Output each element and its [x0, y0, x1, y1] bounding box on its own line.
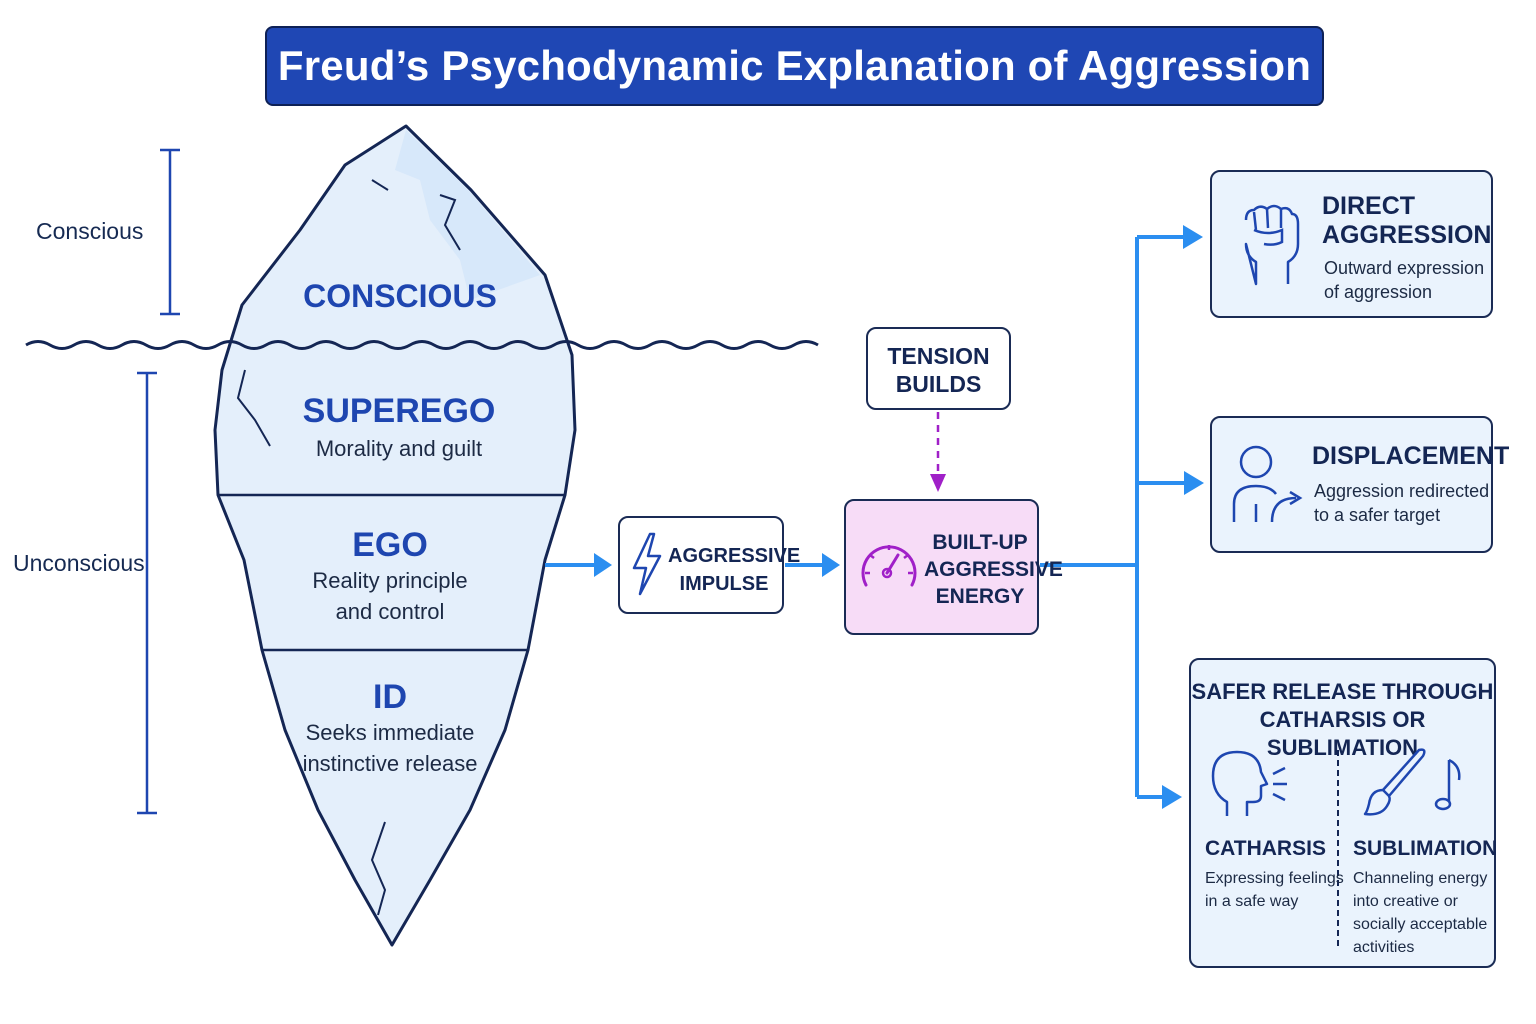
- direct-title-line1: DIRECT: [1322, 192, 1416, 220]
- safer-release-card: SAFER RELEASE THROUGH CATHARSIS OR SUBLI…: [1189, 658, 1498, 968]
- tension-label-line2: BUILDS: [895, 371, 982, 397]
- safer-title-line1: SAFER RELEASE THROUGH: [1191, 679, 1494, 704]
- ego-layer: EGO Reality principle and control: [312, 526, 467, 627]
- displacement-desc: Aggression redirected to a safer target: [1314, 479, 1489, 527]
- direct-aggression-card: DIRECT AGGRESSION Outward expression of …: [1210, 170, 1493, 318]
- superego-layer-title: SUPEREGO: [302, 392, 496, 430]
- energy-label-line3: ENERGY: [935, 585, 1025, 608]
- superego-layer: SUPEREGO Morality and guilt: [303, 392, 496, 464]
- tension-builds-box: TENSION BUILDS: [866, 327, 1011, 410]
- id-layer-desc-line1: Seeks immediate: [305, 720, 475, 745]
- superego-layer-desc: Morality and guilt: [315, 436, 483, 461]
- direct-aggression-desc: Outward expression of aggression: [1324, 256, 1484, 304]
- catharsis-desc-line1: Expressing feelings: [1205, 870, 1344, 887]
- id-layer-title: ID: [373, 678, 407, 716]
- flow-arrows: [545, 225, 1204, 809]
- direct-title-line2: AGGRESSION: [1322, 221, 1492, 249]
- direct-desc-line1: Outward expression: [1324, 258, 1485, 278]
- displacement-title: DISPLACEMENT: [1312, 442, 1510, 470]
- tension-label-line1: TENSION: [887, 343, 990, 369]
- impulse-label-line1: AGGRESSIVE: [668, 545, 801, 567]
- page-title: Freud’s Psychodynamic Explanation of Agg…: [265, 26, 1324, 106]
- unconscious-bracket: [137, 371, 157, 815]
- water-line: [25, 340, 819, 350]
- id-layer: ID Seeks immediate instinctive release: [303, 678, 478, 779]
- ego-layer-desc-line1: Reality principle: [312, 568, 468, 593]
- direct-desc-line2: of aggression: [1324, 282, 1433, 302]
- paintbrush-music-icon: [1363, 748, 1461, 816]
- ego-layer-title: EGO: [352, 526, 428, 564]
- aggressive-impulse-box: AGGRESSIVE IMPULSE: [618, 516, 801, 614]
- safer-title-line2: CATHARSIS OR SUBLIMATION: [1259, 707, 1426, 760]
- energy-label-line2: AGGRESSIVE: [924, 558, 1063, 581]
- ego-layer-desc-line2: and control: [335, 599, 445, 624]
- sublimation-desc-line3: socially acceptable: [1353, 916, 1488, 933]
- lightning-icon: [632, 532, 662, 596]
- person-redirect-icon: [1232, 445, 1303, 523]
- conscious-bracket: [160, 148, 180, 316]
- conscious-layer: CONSCIOUS: [303, 278, 497, 315]
- unconscious-side-label: Unconscious: [13, 550, 145, 576]
- tension-arrow: [930, 412, 946, 492]
- sublimation-desc-line2: into creative or: [1353, 893, 1458, 910]
- sublimation-desc: Channeling energy into creative or socia…: [1353, 867, 1487, 959]
- fist-icon: [1244, 204, 1300, 286]
- displacement-card: DISPLACEMENT Aggression redirected to a …: [1210, 416, 1509, 553]
- built-up-energy-box: BUILT-UP AGGRESSIVE ENERGY: [844, 499, 1063, 635]
- safer-divider: [1337, 750, 1339, 946]
- displacement-desc-line1: Aggression redirected: [1314, 481, 1490, 501]
- impulse-label-line2: IMPULSE: [679, 573, 769, 595]
- safer-release-title: SAFER RELEASE THROUGH CATHARSIS OR SUBLI…: [1191, 678, 1494, 762]
- conscious-side-label: Conscious: [36, 218, 144, 244]
- catharsis-desc-line2: in a safe way: [1205, 893, 1299, 910]
- direct-aggression-title: DIRECT AGGRESSION: [1322, 192, 1491, 250]
- tension-label: TENSION BUILDS: [868, 342, 1009, 398]
- sublimation-desc-line4: activities: [1353, 939, 1415, 956]
- sublimation-desc-line1: Channeling energy: [1353, 870, 1488, 887]
- conscious-layer-title: CONSCIOUS: [303, 278, 497, 314]
- gauge-icon: [861, 545, 917, 587]
- catharsis-desc: Expressing feelings in a safe way: [1205, 867, 1344, 913]
- energy-label: BUILT-UP AGGRESSIVE ENERGY: [924, 529, 1063, 610]
- speaking-head-icon: [1211, 750, 1287, 816]
- iceberg: [213, 124, 577, 947]
- energy-label-line1: BUILT-UP: [932, 531, 1028, 554]
- displacement-desc-line2: to a safer target: [1314, 505, 1441, 525]
- sublimation-title: SUBLIMATION: [1353, 837, 1498, 860]
- impulse-label: AGGRESSIVE IMPULSE: [668, 542, 801, 598]
- id-layer-desc-line2: instinctive release: [302, 751, 478, 776]
- catharsis-title: CATHARSIS: [1205, 837, 1326, 860]
